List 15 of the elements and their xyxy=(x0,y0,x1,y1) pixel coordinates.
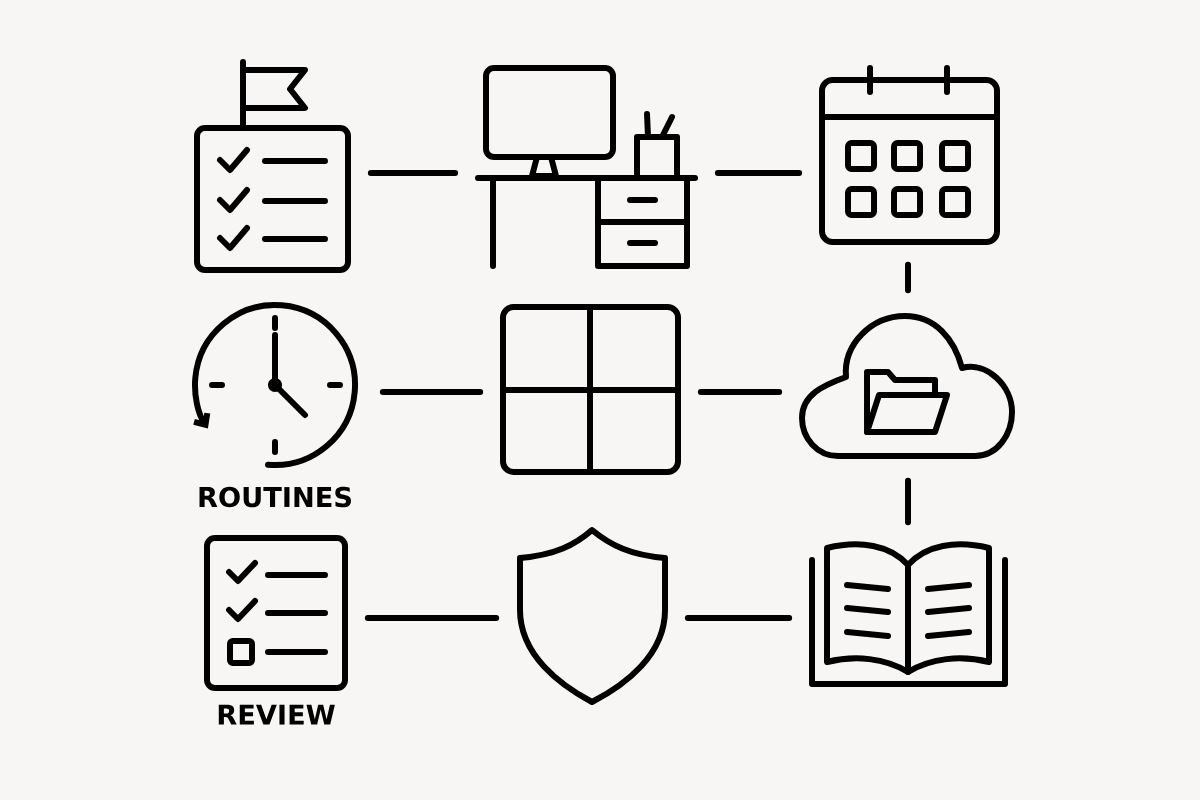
connector-line xyxy=(379,389,484,395)
grid-icon xyxy=(500,304,681,475)
shield-icon xyxy=(517,527,668,705)
cloud-folder-icon xyxy=(799,313,1015,459)
connector-line xyxy=(364,615,500,621)
calendar-icon xyxy=(819,65,1000,245)
connector-line xyxy=(905,261,911,294)
connector-line xyxy=(697,389,783,395)
desk-computer-icon xyxy=(475,65,698,269)
connector-line xyxy=(684,615,793,621)
open-book-icon xyxy=(809,541,1008,687)
connector-line xyxy=(714,170,803,176)
connector-line xyxy=(367,170,459,176)
checklist-flag-icon xyxy=(194,59,351,273)
connector-line xyxy=(905,477,911,526)
